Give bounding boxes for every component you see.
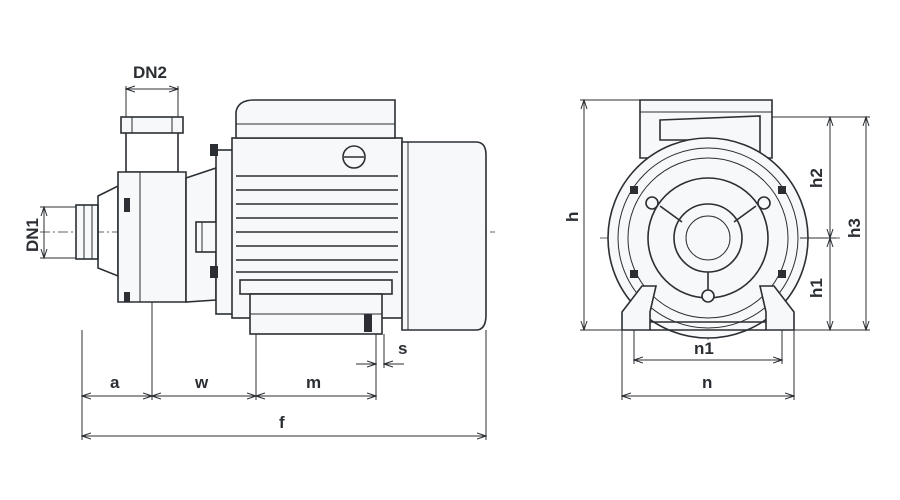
label-dn1: DN1 <box>23 218 42 252</box>
bolt-icon <box>701 289 715 303</box>
label-h3: h3 <box>845 218 864 238</box>
label-h2: h2 <box>807 168 826 188</box>
pump-casing <box>117 166 221 303</box>
label-h1: h1 <box>807 278 826 298</box>
label-a: a <box>110 373 120 392</box>
label-s: s <box>398 339 407 358</box>
bolt-icon <box>757 196 771 210</box>
outlet-port <box>120 116 184 173</box>
label-dn2: DN2 <box>133 63 167 82</box>
inlet-opening <box>673 203 743 273</box>
terminal-box <box>235 99 396 139</box>
inlet-port <box>75 184 119 278</box>
motor-body <box>210 99 403 335</box>
label-h: h <box>563 212 582 222</box>
front-view: h h2 h1 h3 n1 n <box>563 100 870 400</box>
label-w: w <box>194 373 209 392</box>
label-n: n <box>702 373 712 392</box>
label-n1: n1 <box>694 339 714 358</box>
cooling-fins <box>236 175 398 273</box>
fan-cover <box>401 141 487 331</box>
outlet-flange <box>120 116 184 134</box>
label-m: m <box>306 373 321 392</box>
label-f: f <box>279 413 285 432</box>
side-view: DN2 DN1 s a w m f <box>23 63 495 440</box>
inlet-flange <box>75 204 99 260</box>
bolt-icon <box>645 196 659 210</box>
